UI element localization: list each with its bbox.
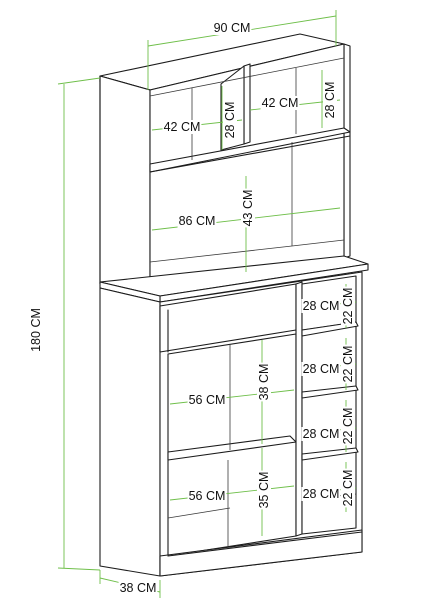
label-background <box>341 406 355 446</box>
counter-top <box>99 255 369 303</box>
label-lower-upper-width: 56 CM <box>189 393 226 407</box>
label-top-right-height: 28 CM <box>323 82 337 119</box>
label-background <box>187 393 227 407</box>
label-lower-bottom-height: 35 CM <box>257 472 271 509</box>
label-background <box>162 120 202 134</box>
label-background <box>301 299 341 313</box>
label-background <box>341 344 355 384</box>
dimension-labels: 90 CM 180 CM 38 CM 42 CM 28 CM 42 CM 28 … <box>29 21 355 595</box>
label-right-shelf-3-height: 22 CM <box>341 408 355 445</box>
label-background <box>301 362 341 376</box>
label-right-shelf-2-width: 28 CM <box>303 362 340 376</box>
label-background <box>212 21 252 35</box>
label-background <box>241 188 255 228</box>
label-lower-upper-height: 38 CM <box>257 364 271 401</box>
label-middle-height: 43 CM <box>241 190 255 227</box>
label-background <box>257 470 271 510</box>
label-lower-bottom-width: 56 CM <box>189 489 226 503</box>
label-background <box>323 80 337 120</box>
lower-cabinet <box>99 271 363 577</box>
label-background <box>187 489 227 503</box>
label-right-shelf-1-height: 22 CM <box>341 288 355 325</box>
label-top-left-height: 28 CM <box>223 102 237 139</box>
label-right-shelf-4-height: 22 CM <box>341 470 355 507</box>
label-right-shelf-4-width: 28 CM <box>303 487 340 501</box>
label-background <box>260 96 300 110</box>
label-background <box>341 286 355 326</box>
label-depth: 38 CM <box>120 581 157 595</box>
label-top-right-width: 42 CM <box>262 96 299 110</box>
upper-hutch <box>99 33 351 285</box>
label-background <box>223 100 237 140</box>
label-total-height: 180 CM <box>29 308 43 352</box>
label-middle-width: 86 CM <box>179 214 216 228</box>
label-total-width: 90 CM <box>214 21 251 35</box>
label-background <box>341 468 355 508</box>
label-background <box>301 427 341 441</box>
label-right-shelf-2-height: 22 CM <box>341 346 355 383</box>
label-right-shelf-3-width: 28 CM <box>303 427 340 441</box>
label-background <box>177 214 217 228</box>
label-background <box>257 362 271 402</box>
label-background <box>118 581 158 595</box>
label-right-shelf-1-width: 28 CM <box>303 299 340 313</box>
label-background <box>301 487 341 501</box>
label-background <box>29 307 43 353</box>
label-top-left-width: 42 CM <box>164 120 201 134</box>
